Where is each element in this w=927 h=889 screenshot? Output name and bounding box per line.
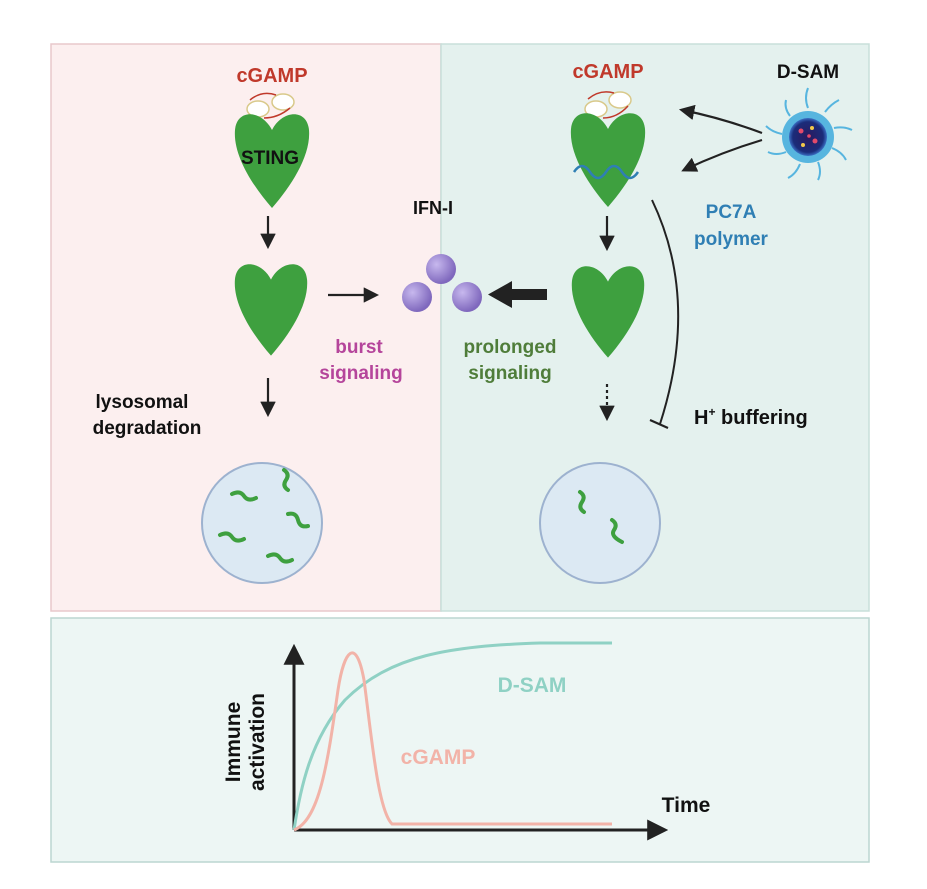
inhibition-bar xyxy=(649,418,669,430)
left-cgamp-label: cGAMP xyxy=(236,65,307,87)
prolonged-label-line2: signaling xyxy=(468,363,551,384)
bottom-panel xyxy=(50,617,870,863)
legend-cgamp-label: cGAMP xyxy=(401,746,476,769)
dsam-to-sting-arrow xyxy=(681,138,763,172)
y-axis-label-line2: activation xyxy=(246,693,269,791)
prolonged-arrow xyxy=(488,281,547,308)
dsam-to-cgamp-arrow xyxy=(678,104,763,135)
polymer-label-line2: polymer xyxy=(694,229,769,250)
dsam-label: D-SAM xyxy=(777,62,839,83)
ifn-label: IFN-I xyxy=(413,198,453,218)
ifn-molecules-icon xyxy=(402,254,482,312)
degradation-label-line1: lysosomal xyxy=(96,392,189,413)
sting-label: STING xyxy=(241,148,299,169)
right-cgamp-molecule-icon xyxy=(584,91,632,119)
series-cgamp-line xyxy=(293,651,612,832)
burst-label-line1: burst xyxy=(335,337,383,358)
polymer-label-line1: PC7A xyxy=(706,202,757,223)
prolonged-label-line1: prolonged xyxy=(464,337,557,358)
lysosome-left-icon xyxy=(201,462,323,584)
burst-label-line2: signaling xyxy=(319,363,402,384)
h-buffering-label: H+ buffering xyxy=(694,405,808,429)
h-buffering-inhibition-line xyxy=(651,199,680,425)
degraded-sting-fragments-icon xyxy=(218,468,310,564)
left-cgamp-molecule-icon xyxy=(246,92,295,119)
series-dsam-line xyxy=(292,641,612,831)
x-axis-label: Time xyxy=(662,794,711,817)
y-axis-label-line1: Immune xyxy=(222,702,245,783)
degradation-label-line2: degradation xyxy=(93,418,202,439)
pc7a-polymer-strand-icon xyxy=(572,164,640,180)
legend-dsam-label: D-SAM xyxy=(498,674,567,697)
few-sting-fragments-icon xyxy=(578,490,624,544)
right-cgamp-label: cGAMP xyxy=(572,61,643,83)
immune-activation-chart: D-SAM cGAMP Time Immune activation xyxy=(222,641,711,841)
lysosome-right-icon xyxy=(539,462,661,584)
dsam-nanoparticle-icon xyxy=(765,87,853,181)
